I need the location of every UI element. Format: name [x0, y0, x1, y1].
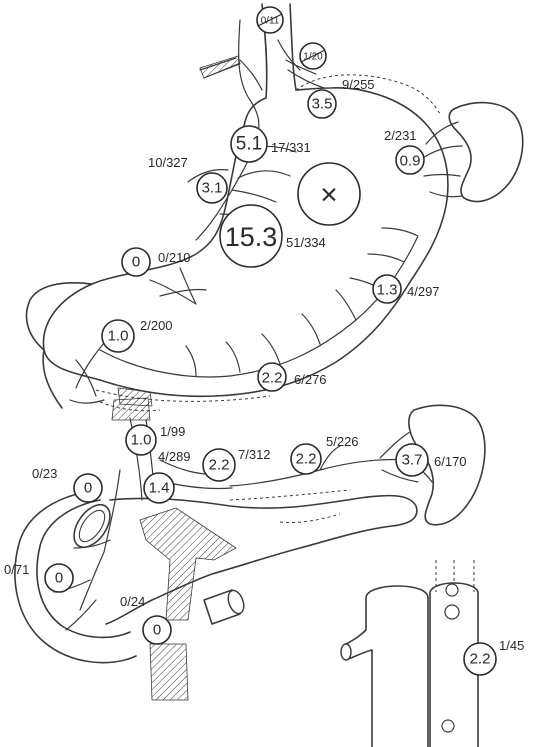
node-ratio: 10/327: [148, 155, 188, 170]
aorta-cut-end: [341, 644, 351, 660]
node-value: 0.9: [400, 153, 421, 170]
node-value: 3.5: [312, 96, 333, 113]
node-ratio: 9/255: [342, 77, 375, 92]
spleen-upper: [449, 103, 522, 202]
pyloric-vessels: [70, 268, 206, 403]
upper-node-labels: 0/11 1/20 3.5 9/255 5.1 17/331 0.9 2/231…: [102, 7, 440, 391]
node-value: 2.2: [209, 457, 230, 474]
stomach-figure: ×: [26, 4, 522, 411]
node-ratio: 6/170: [434, 454, 467, 469]
lymph-node-2-2-b: 2.2 7/312: [203, 447, 271, 481]
lymph-node-2-2-d: 2.2 1/45: [464, 638, 524, 675]
node-ratio: 0/71: [4, 562, 29, 577]
inset-small-node-1: [446, 584, 458, 596]
node-value: 0/11: [261, 16, 280, 27]
tumor-marker: ×: [320, 179, 338, 212]
lymph-node-0-a: 0 0/210: [122, 248, 191, 276]
lower-node-labels: 1.0 1/99 1.4 4/289 2.2 7/312 2.2 5/226 3…: [4, 424, 524, 675]
duodenal-loop: [15, 490, 136, 663]
node-value: 0: [84, 480, 92, 497]
node-ratio: 0/24: [120, 594, 145, 609]
splenic-hilum-vessels-upper: [420, 122, 462, 197]
lymph-node-0-9: 0.9 2/231: [384, 128, 424, 174]
smv-hatched: [150, 644, 188, 700]
node-ratio: 0/210: [158, 250, 191, 265]
node-value: 1.3: [377, 282, 398, 299]
lymph-node-0-11: 0/11: [257, 7, 283, 33]
pancreas-body: [106, 496, 417, 624]
lymph-node-3-5: 3.5 9/255: [308, 77, 375, 118]
node-ratio: 6/276: [294, 372, 327, 387]
inset-small-node-2: [445, 605, 459, 619]
inset-small-node-3: [442, 720, 454, 732]
node-ratio: 4/289: [158, 449, 191, 464]
node-value: 0: [153, 622, 161, 639]
aorta-inset: [341, 560, 478, 747]
node-value: 1.0: [108, 328, 129, 345]
node-value: 3.7: [402, 452, 423, 469]
sma-cut-end: [225, 588, 246, 615]
lymph-node-0-d: 0 0/24: [120, 594, 171, 644]
node-ratio: 0/23: [32, 466, 57, 481]
lymph-node-3-1: 3.1 10/327: [148, 155, 227, 203]
portal-vein-hatched: [140, 508, 236, 620]
hatched-vessel-top: [200, 56, 240, 78]
node-ratio: 2/200: [140, 318, 173, 333]
lymph-node-2-2-c: 2.2 5/226: [291, 434, 359, 474]
node-ratio: 5/226: [326, 434, 359, 449]
aorta-trunk: [346, 586, 428, 747]
lymph-node-1-3: 1.3 4/297: [373, 275, 440, 303]
pancreas-figure: [15, 398, 485, 700]
lymph-node-5-1: 5.1 17/331: [231, 126, 311, 162]
lymph-node-1-20: 1/20: [300, 43, 326, 69]
node-value: 2.2: [262, 370, 283, 387]
duct-ring-inner: [74, 506, 109, 546]
node-ratio: 1/45: [499, 638, 524, 653]
lymph-node-2-2-a: 2.2 6/276: [258, 363, 327, 391]
node-ratio: 17/331: [271, 140, 311, 155]
lymph-node-1-0-a: 1.0 2/200: [102, 318, 173, 352]
node-value: 1/20: [303, 52, 323, 63]
node-value: 0: [132, 254, 140, 271]
node-ratio: 51/334: [286, 235, 326, 250]
node-value: 3.1: [202, 180, 223, 197]
node-value: 15.3: [225, 222, 278, 252]
node-value: 2.2: [296, 451, 317, 468]
node-value: 0: [55, 570, 63, 587]
left-gastric-artery: [200, 20, 262, 140]
node-ratio: 1/99: [160, 424, 185, 439]
node-value: 5.1: [236, 134, 262, 155]
node-value: 1.4: [149, 480, 170, 497]
node-value: 1.0: [131, 432, 152, 449]
node-ratio: 4/297: [407, 284, 440, 299]
celiac-hatched: [112, 398, 150, 420]
node-ratio: 2/231: [384, 128, 417, 143]
duodenum: [26, 283, 92, 408]
splenic-vessel-dashed: [230, 490, 350, 523]
node-value: 2.2: [470, 651, 491, 668]
node-ratio: 7/312: [238, 447, 271, 462]
